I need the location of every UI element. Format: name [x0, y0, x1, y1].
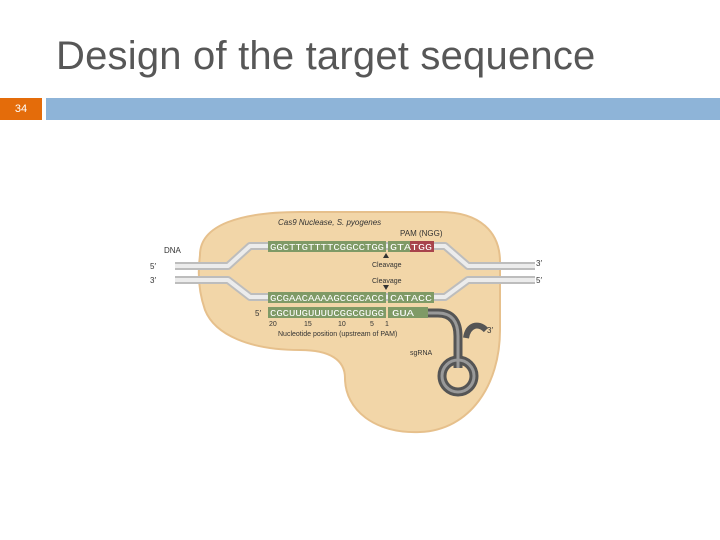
top-3prime: 3′ [536, 259, 542, 268]
sgrna-label: sgRNA [410, 350, 433, 357]
slide-title: Design of the target sequence [56, 34, 596, 78]
sgrna-seq: CGCUUGUUUUCGGCGUGG [270, 309, 384, 319]
position-5: 5 [370, 321, 374, 328]
top-target-box [268, 241, 386, 252]
sgrna-3prime: 3′ [487, 326, 493, 335]
top-pam-box [410, 241, 434, 252]
cleavage-bottom-label: Cleavage [372, 278, 402, 285]
position-15: 15 [304, 321, 312, 328]
cleavage-top-label: Cleavage [372, 262, 402, 269]
sgrna-hairpin [428, 308, 489, 397]
pam-label: PAM (NGG) [400, 229, 443, 238]
bottom-target-box [268, 292, 386, 303]
sgrna-tail-box [388, 307, 428, 318]
cas9-protein-shape [197, 211, 501, 434]
position-1: 1 [385, 321, 389, 328]
top-target-seq: GGCTTGTTTTCGGCCTGG [270, 243, 384, 253]
cleavage-top-arrow [383, 253, 389, 258]
sgrna-seq-box [268, 307, 386, 318]
cleavage-bottom-arrow [383, 285, 389, 290]
bottom-target-seq: GCGAACAAAAGCCGCACC [270, 294, 385, 304]
top-5prime: 5′ [150, 262, 156, 271]
dna-label: DNA [164, 246, 182, 255]
bottom-5prime: 5′ [536, 276, 542, 285]
bottom-pam-seq: CATACC [390, 294, 433, 304]
top-pam-box-left [388, 241, 410, 252]
sgrna-5prime: 5′ [255, 309, 261, 318]
position-20: 20 [269, 321, 277, 328]
header-bar [46, 98, 720, 120]
bottom-3prime: 3′ [150, 276, 156, 285]
slide-number: 34 [0, 98, 42, 120]
nucleotide-position-label: Nucleotide position (upstream of PAM) [278, 331, 397, 338]
bottom-pam-box [388, 292, 434, 303]
position-10: 10 [338, 321, 346, 328]
nuclease-label: Cas9 Nuclease, S. pyogenes [278, 218, 381, 227]
top-pam-seq: GTATGG [390, 243, 432, 253]
sgrna-tail: GUA [392, 309, 415, 319]
